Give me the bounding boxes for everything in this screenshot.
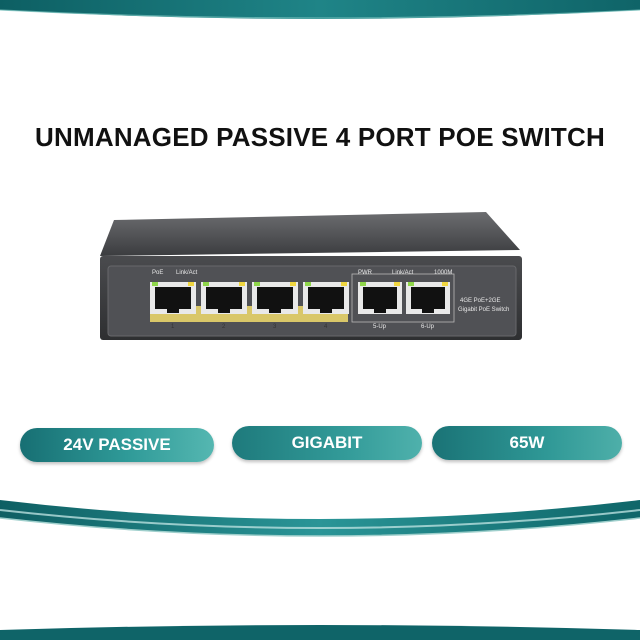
bottom-teal-wave	[0, 500, 640, 640]
port-number-label: 1	[171, 324, 175, 330]
switch-body	[100, 212, 522, 340]
top-teal-frame	[0, 0, 640, 19]
port-number-label: 3	[273, 324, 277, 330]
poe-switch-photo: PoE Link/Act PWR Link/Act 1000M 4GE PoE+…	[96, 210, 530, 346]
poe-label: PoE	[152, 270, 164, 276]
poe-highlight-band	[150, 306, 348, 322]
status-leds	[152, 282, 448, 286]
rj45-ports-poe	[150, 282, 349, 314]
feature-badge-voltage: 24V PASSIVE	[20, 428, 214, 462]
feature-badge-speed: GIGABIT	[232, 426, 422, 460]
rj45-ports-uplink	[358, 282, 450, 314]
port-number-label: 2	[222, 324, 226, 330]
pwr-label: PWR	[358, 270, 372, 276]
page-title: UNMANAGED PASSIVE 4 PORT POE SWITCH	[35, 122, 605, 152]
port-number-label: 6-Up	[421, 324, 435, 330]
port-number-label: 4	[324, 324, 328, 330]
model-label-line2: Gigabit PoE Switch	[458, 307, 510, 313]
feature-badge-power: 65W	[432, 426, 622, 460]
model-label-line1: 4GE PoE+2GE	[460, 298, 501, 304]
speed-label: 1000M	[434, 270, 453, 276]
link-act-label-left: Link/Act	[176, 270, 198, 276]
link-act-label-right: Link/Act	[392, 270, 414, 276]
port-number-label: 5-Up	[373, 324, 387, 330]
